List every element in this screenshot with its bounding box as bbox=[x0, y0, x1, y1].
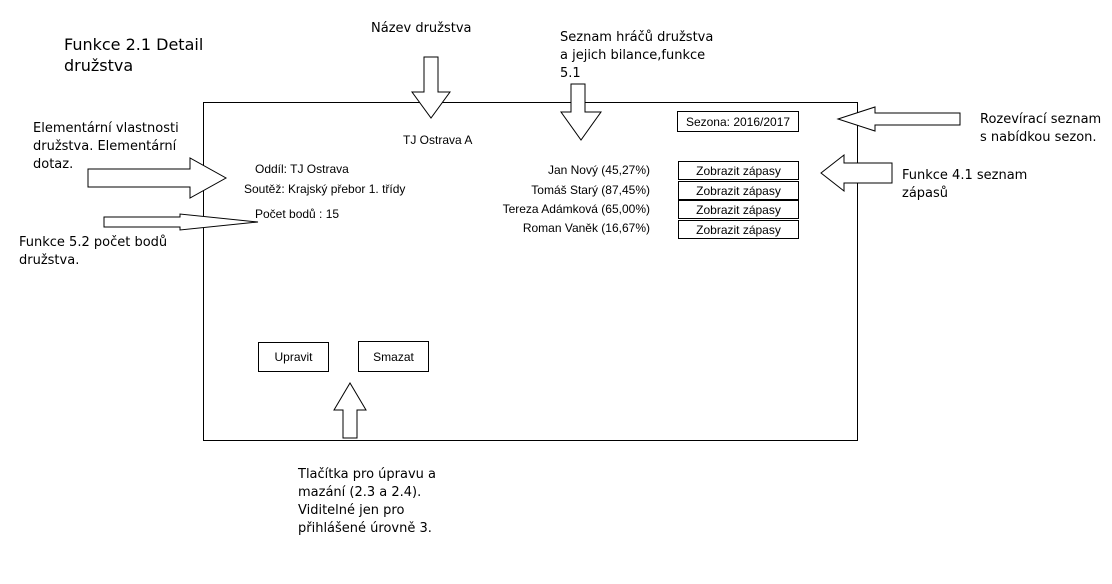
club-label: Oddíl: TJ Ostrava bbox=[255, 162, 349, 176]
arrow-right-icon bbox=[103, 213, 259, 231]
player-item: Tereza Adámková (65,00%) bbox=[502, 202, 650, 216]
season-select[interactable]: Sezona: 2016/2017 bbox=[677, 111, 799, 132]
edit-button[interactable]: Upravit bbox=[258, 342, 329, 372]
buttons-note: Tlačítka pro úpravu a mazání (2.3 a 2.4)… bbox=[298, 467, 437, 536]
show-matches-button[interactable]: Zobrazit zápasy bbox=[678, 181, 799, 200]
arrow-up-icon bbox=[333, 382, 367, 439]
team-name-note: Název družstva bbox=[371, 21, 472, 36]
arrow-left-icon bbox=[836, 106, 961, 132]
player-item: Roman Vaněk (16,67%) bbox=[522, 221, 650, 235]
arrow-down-icon bbox=[560, 83, 602, 141]
player-item: Tomáš Starý (87,45%) bbox=[531, 183, 650, 197]
season-note: Rozevírací seznam s nabídkou sezon. bbox=[980, 112, 1102, 145]
team-title: TJ Ostrava A bbox=[403, 133, 473, 147]
points-label: Počet bodů : 15 bbox=[255, 207, 340, 221]
points-note: Funkce 5.2 počet bodů družstva. bbox=[19, 235, 168, 268]
team-detail-frame bbox=[203, 102, 858, 441]
player-item: Jan Nový (45,27%) bbox=[547, 163, 650, 177]
show-matches-button[interactable]: Zobrazit zápasy bbox=[678, 200, 799, 219]
competition-label: Soutěž: Krajský přebor 1. třídy bbox=[244, 182, 406, 196]
show-matches-button[interactable]: Zobrazit zápasy bbox=[678, 220, 799, 239]
arrow-left-icon bbox=[820, 153, 893, 193]
diagram-title: Funkce 2.1 Detail družstva bbox=[64, 35, 204, 75]
show-matches-button[interactable]: Zobrazit zápasy bbox=[678, 161, 799, 180]
properties-note: Elementární vlastnosti družstva. Element… bbox=[33, 121, 179, 172]
arrow-down-icon bbox=[411, 56, 451, 119]
players-note: Seznam hráčů družstva a jejich bilance,f… bbox=[560, 30, 714, 81]
matches-note: Funkce 4.1 seznam zápasů bbox=[902, 168, 1028, 201]
delete-button[interactable]: Smazat bbox=[358, 341, 429, 372]
arrow-right-icon bbox=[87, 157, 228, 199]
